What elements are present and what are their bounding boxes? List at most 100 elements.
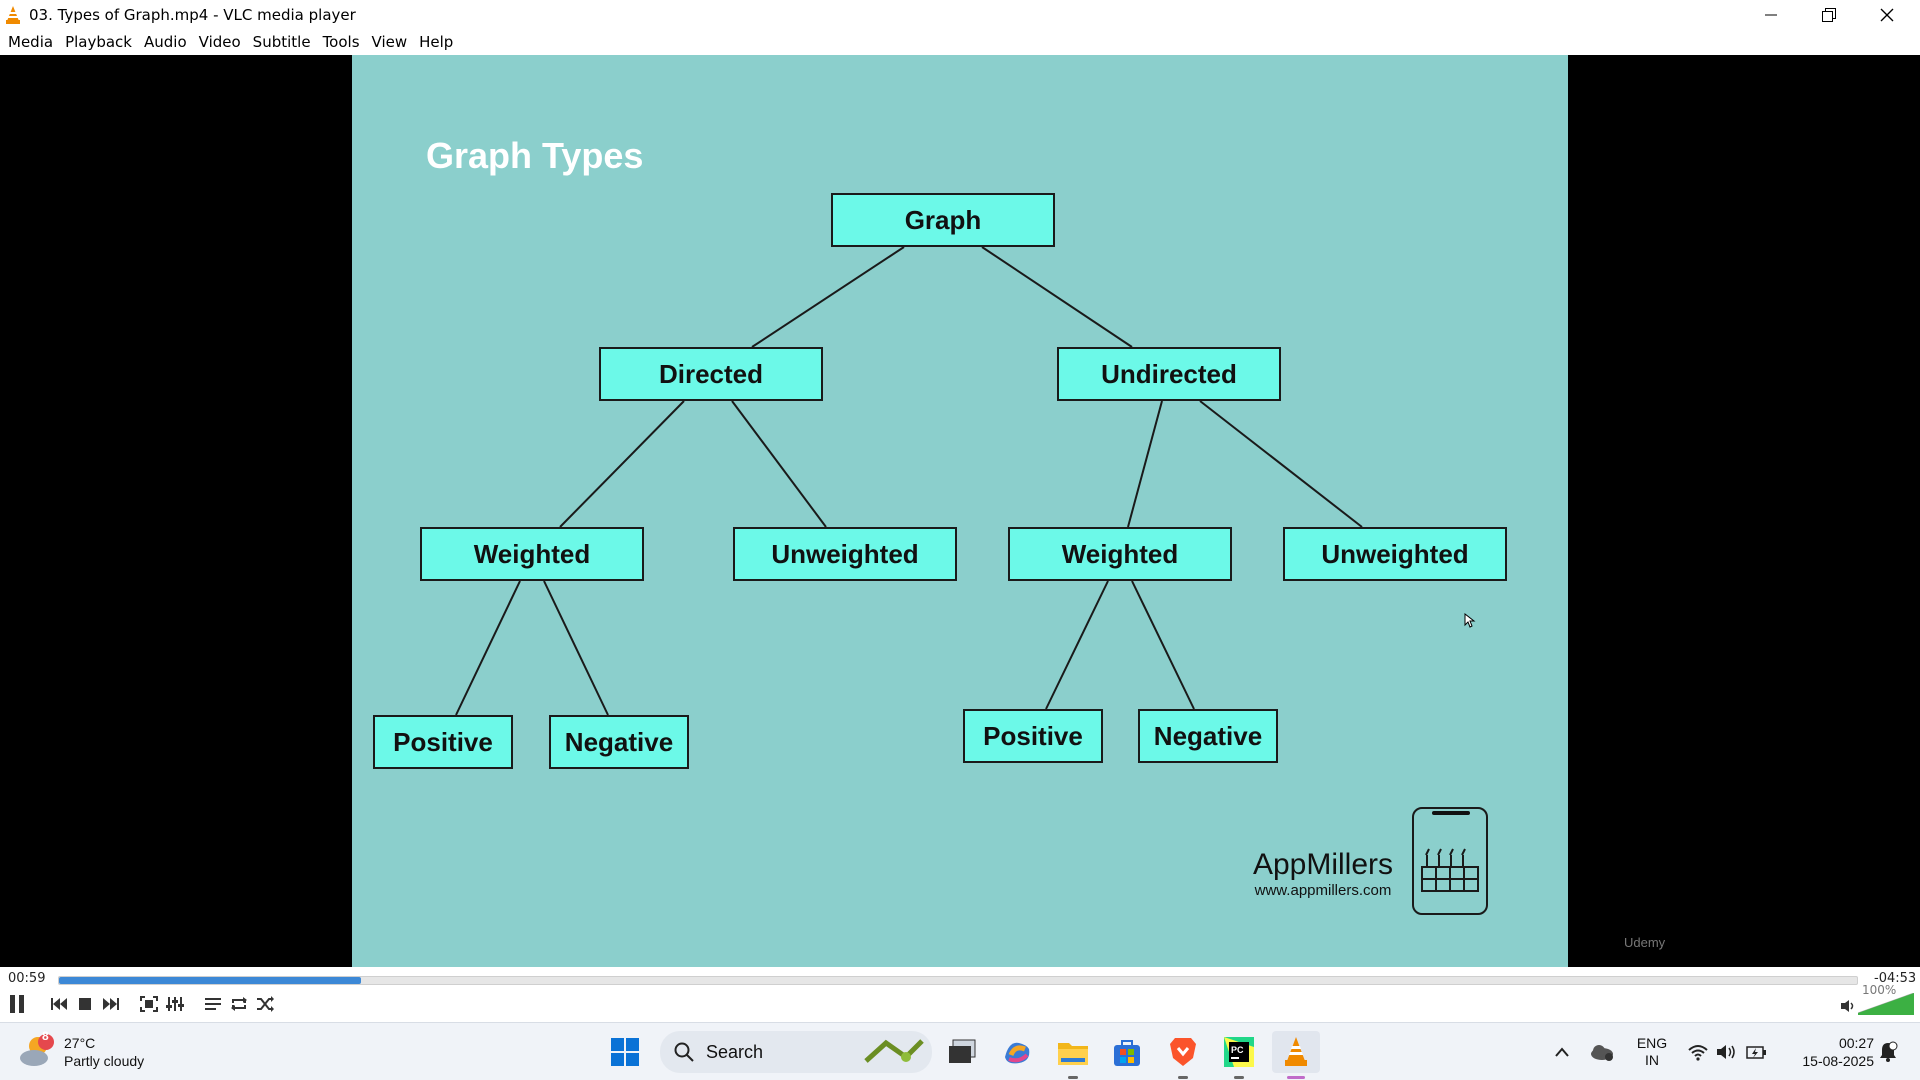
pycharm-button[interactable]: PC	[1218, 1031, 1260, 1079]
node-undirected-negative: Negative	[1138, 709, 1278, 763]
node-directed-negative: Negative	[549, 715, 689, 769]
fullscreen-button[interactable]	[138, 993, 160, 1015]
brand-name: AppMillers	[1252, 848, 1394, 881]
loop-icon	[231, 997, 247, 1011]
minimize-button[interactable]	[1742, 0, 1800, 29]
menu-video[interactable]: Video	[198, 33, 241, 51]
volume-slider[interactable]: 100%	[1840, 983, 1914, 1015]
wifi-icon	[1688, 1045, 1708, 1061]
factory-icon	[1421, 848, 1479, 892]
menu-view[interactable]: View	[371, 33, 408, 51]
stop-icon	[79, 998, 91, 1010]
video-area[interactable]: Graph Types Graph Directed Undirected We…	[0, 55, 1920, 967]
clock-date: 15-08-2025	[1802, 1053, 1874, 1069]
volume-wedge	[1858, 993, 1914, 1015]
region-code: IN	[1645, 1052, 1659, 1068]
phone-logo-icon	[1412, 807, 1488, 915]
vlc-logo-icon	[6, 5, 20, 24]
taskbar-search[interactable]: Search	[660, 1031, 932, 1073]
menu-audio[interactable]: Audio	[144, 33, 187, 51]
active-indicator	[1287, 1076, 1305, 1079]
next-button[interactable]	[100, 993, 122, 1015]
clock[interactable]: 00:27 15-08-2025	[1784, 1031, 1874, 1073]
restore-button[interactable]	[1800, 0, 1858, 29]
file-explorer-button[interactable]	[1052, 1031, 1094, 1079]
store-button[interactable]	[1106, 1031, 1148, 1073]
brave-icon	[1170, 1038, 1196, 1066]
menu-bar: Media Playback Audio Video Subtitle Tool…	[0, 29, 1920, 55]
running-indicator	[1068, 1076, 1078, 1079]
window-title: 03. Types of Graph.mp4 - VLC media playe…	[29, 5, 356, 24]
shuffle-icon	[257, 996, 274, 1012]
bell-icon	[1880, 1041, 1898, 1062]
copilot-button[interactable]	[996, 1031, 1038, 1073]
onedrive-icon	[1591, 1045, 1613, 1061]
stop-button[interactable]	[74, 993, 96, 1015]
temperature: 27°C	[64, 1035, 96, 1051]
slide-title: Graph Types	[426, 135, 644, 176]
search-highlight-icon	[864, 1039, 924, 1063]
node-graph: Graph	[831, 193, 1055, 247]
start-button[interactable]	[604, 1031, 646, 1073]
seek-slider[interactable]	[58, 976, 1858, 985]
extended-settings-button[interactable]	[164, 993, 186, 1015]
search-label: Search	[706, 1041, 764, 1062]
phone-notch	[1432, 811, 1470, 815]
title-bar: 03. Types of Graph.mp4 - VLC media playe…	[0, 0, 1920, 29]
store-icon	[1114, 1040, 1140, 1066]
brand-url: www.appmillers.com	[1254, 882, 1392, 899]
close-icon	[1880, 8, 1894, 21]
menu-subtitle[interactable]: Subtitle	[252, 33, 311, 51]
close-button[interactable]	[1858, 0, 1916, 29]
language-code: ENG	[1636, 1035, 1668, 1051]
menu-tools[interactable]: Tools	[322, 33, 360, 51]
elapsed-time: 00:59	[8, 971, 46, 986]
shuffle-button[interactable]	[254, 993, 276, 1015]
node-directed: Directed	[599, 347, 823, 401]
brave-button[interactable]	[1162, 1031, 1204, 1079]
language-indicator[interactable]: ENG IN	[1632, 1031, 1672, 1073]
menu-help[interactable]: Help	[419, 33, 454, 51]
menu-media[interactable]: Media	[8, 33, 54, 51]
playlist-button[interactable]	[202, 993, 224, 1015]
pycharm-icon: PC	[1224, 1037, 1254, 1067]
previous-button[interactable]	[48, 993, 70, 1015]
brand-block: AppMillers www.appmillers.com	[1248, 848, 1398, 899]
speaker-icon	[1841, 1000, 1854, 1012]
node-directed-weighted: Weighted	[420, 527, 644, 581]
pause-button[interactable]	[6, 993, 28, 1015]
folder-icon	[1058, 1043, 1088, 1065]
volume-tray-button[interactable]	[1715, 1031, 1739, 1073]
loop-button[interactable]	[228, 993, 250, 1015]
copilot-icon	[1005, 1042, 1030, 1064]
previous-icon	[51, 998, 67, 1010]
node-directed-unweighted: Unweighted	[733, 527, 957, 581]
udemy-watermark: Udemy	[1624, 935, 1666, 950]
show-hidden-icons-button[interactable]	[1550, 1031, 1574, 1073]
vlc-taskbar-button[interactable]	[1272, 1031, 1320, 1079]
node-undirected-positive: Positive	[963, 709, 1103, 763]
weather-widget[interactable]: 8 27°C Partly cloudy	[18, 1029, 168, 1073]
volume-label: 100%	[1862, 983, 1897, 997]
node-directed-positive: Positive	[373, 715, 513, 769]
equalizer-icon	[166, 997, 184, 1011]
windows-icon	[611, 1038, 639, 1066]
wifi-button[interactable]	[1686, 1031, 1710, 1073]
menu-playback[interactable]: Playback	[65, 33, 132, 51]
volume-icon	[1717, 1045, 1735, 1059]
onedrive-button[interactable]	[1588, 1031, 1616, 1073]
vlc-icon	[1285, 1037, 1307, 1066]
fullscreen-icon	[140, 996, 158, 1012]
node-undirected-unweighted: Unweighted	[1283, 527, 1507, 581]
search-icon	[674, 1042, 694, 1062]
pause-icon	[10, 995, 24, 1013]
battery-button[interactable]	[1744, 1031, 1768, 1073]
chevron-up-icon	[1555, 1047, 1569, 1057]
task-view-icon	[949, 1039, 976, 1063]
mouse-cursor-icon	[1464, 613, 1476, 628]
task-view-button[interactable]	[942, 1031, 984, 1073]
svg-text:PC: PC	[1231, 1045, 1244, 1055]
notifications-button[interactable]	[1876, 1031, 1900, 1073]
slide: Graph Types Graph Directed Undirected We…	[352, 55, 1568, 967]
partly-cloudy-icon	[20, 1034, 54, 1066]
